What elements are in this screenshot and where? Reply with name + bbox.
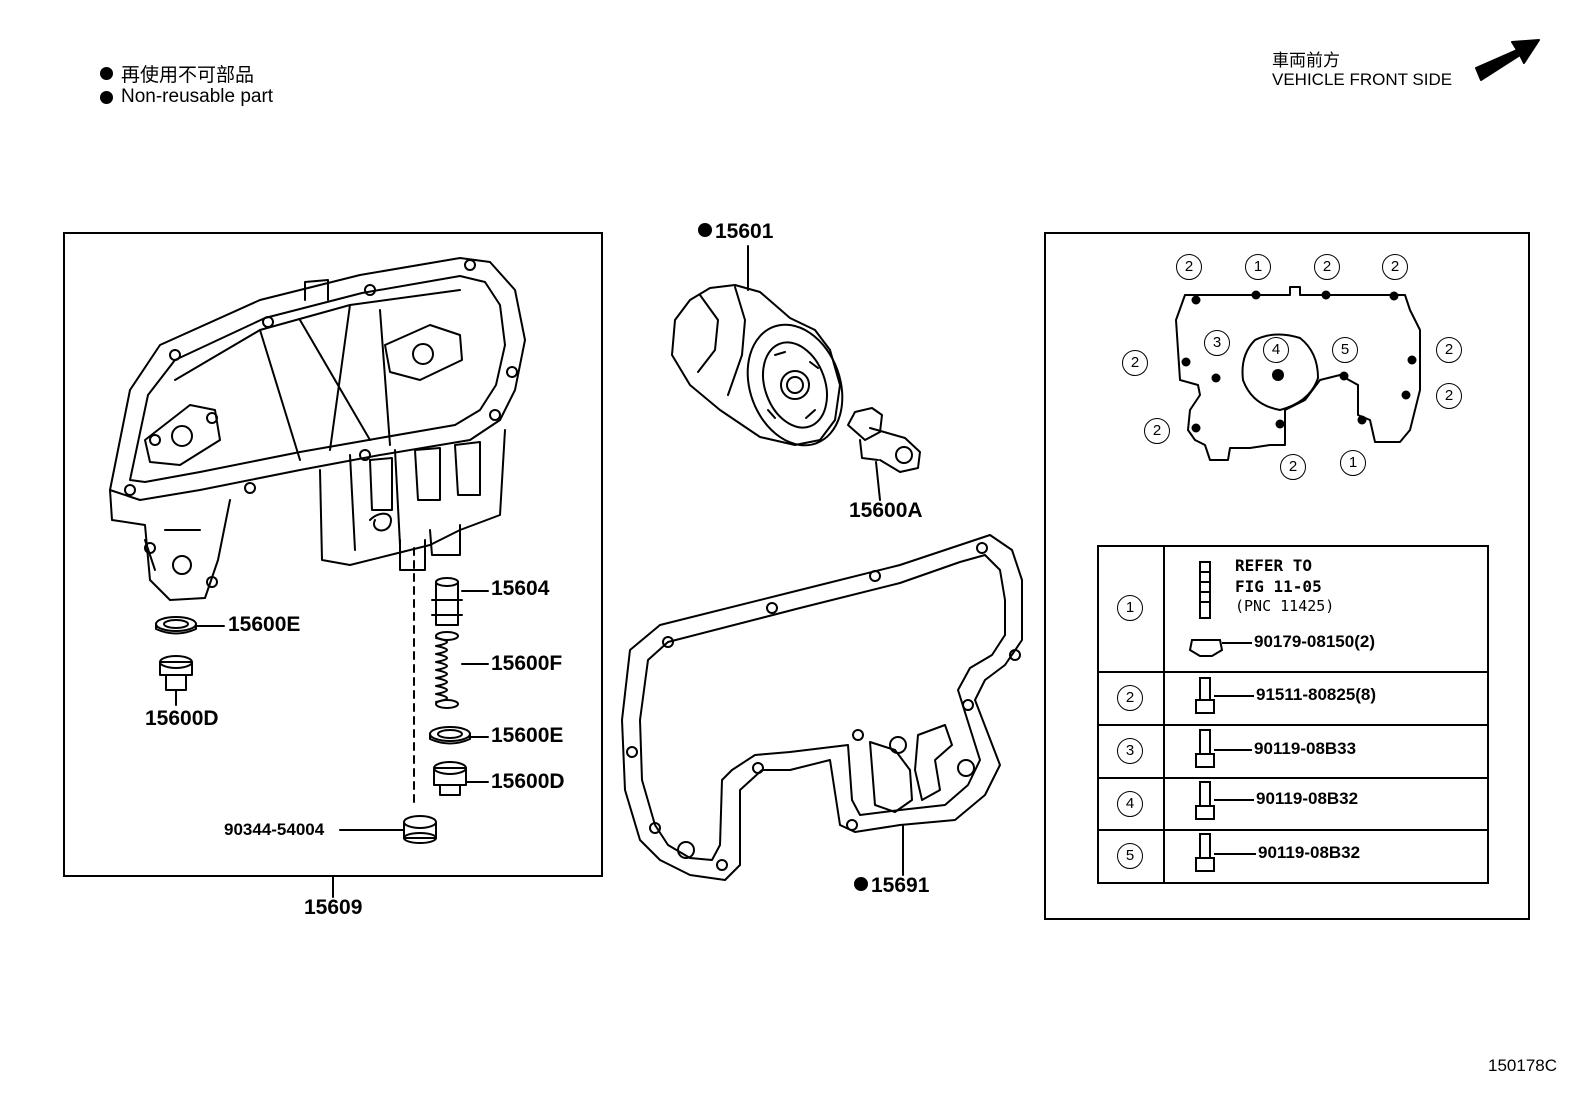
bolt-position-marker: 5: [1332, 337, 1358, 363]
bolt-position-marker: 2: [1436, 337, 1462, 363]
table-row: 4: [1097, 777, 1489, 831]
fastener-part-number[interactable]: 90119-08B32: [1256, 789, 1359, 808]
non-reusable-icon: [854, 877, 868, 892]
legend-non-reusable-jp: 再使用不可部品: [100, 60, 254, 87]
oil-filter-drawing: [671, 284, 844, 447]
row-part-cell: [1163, 545, 1489, 673]
table-row: 1: [1097, 545, 1489, 673]
gasket-drawing: [621, 534, 1023, 881]
row-index-marker: 5: [1117, 843, 1143, 869]
figure-code: 150178C: [1488, 1056, 1558, 1075]
row-index-marker: 1: [1117, 595, 1143, 621]
bolt-position-marker: 1: [1245, 254, 1271, 280]
row-index-marker: 3: [1117, 738, 1143, 764]
bolt-position-marker: 2: [1314, 254, 1340, 280]
bolt-position-marker: 2: [1436, 383, 1462, 409]
part-label-15600A[interactable]: 15600A: [849, 499, 923, 522]
bolt-position-marker: 2: [1382, 254, 1408, 280]
table-row: 5: [1097, 829, 1489, 884]
legend-text-en: Non-reusable part: [121, 86, 274, 107]
row-part-cell: [1163, 724, 1489, 779]
part-label-15600D-right[interactable]: 15600D: [491, 770, 565, 793]
row-index-marker: 4: [1117, 791, 1143, 817]
row-part-cell: [1163, 829, 1489, 884]
part-number-text: 15691: [871, 874, 930, 897]
fastener-part-number[interactable]: 91511-80825(8): [1256, 685, 1377, 704]
refer-pnc-text: (PNC 11425): [1235, 597, 1335, 615]
bolt-position-marker: 2: [1144, 418, 1170, 444]
fastener-part-number[interactable]: 90119-08B32: [1258, 843, 1361, 862]
bolt-dots: [1181, 290, 1417, 433]
legend-text-jp: 再使用不可部品: [121, 65, 255, 86]
part-label-15600D-left[interactable]: 15600D: [145, 707, 219, 730]
part-label-15691[interactable]: 15691: [854, 874, 929, 898]
bolt-position-marker: 1: [1340, 450, 1366, 476]
refer-fig-text[interactable]: FIG 11-05: [1235, 577, 1322, 596]
bolt-position-marker: 2: [1122, 350, 1148, 376]
row-part-cell: [1163, 777, 1489, 831]
refer-to-text: REFER TO: [1235, 556, 1313, 575]
part-label-15604[interactable]: 15604: [491, 577, 550, 600]
part-label-15600E-left[interactable]: 15600E: [228, 613, 301, 636]
bolt-position-marker: 3: [1204, 330, 1230, 356]
fastener-table: 1 2 3 4 5: [1097, 545, 1489, 884]
row-index-cell: 5: [1097, 829, 1165, 884]
fastener-part-number[interactable]: 90119-08B33: [1254, 739, 1357, 758]
row-index-cell: 3: [1097, 724, 1165, 779]
bolt-position-marker: 2: [1280, 454, 1306, 480]
bullet-icon: [100, 67, 113, 80]
front-arrow-icon: [1475, 39, 1540, 81]
spring-drawing: [435, 631, 459, 709]
bolt-location-plate-drawing: [1175, 286, 1421, 461]
row-part-cell: [1163, 671, 1489, 726]
legend-non-reusable-en: Non-reusable part: [100, 86, 273, 108]
part-label-90344-54004[interactable]: 90344-54004: [224, 820, 325, 839]
direction-label-en: VEHICLE FRONT SIDE: [1272, 70, 1453, 89]
fastener-part-number[interactable]: 90179-08150(2): [1254, 632, 1375, 651]
table-row: 2: [1097, 671, 1489, 726]
part-label-15600F[interactable]: 15600F: [491, 652, 563, 675]
part-number-text: 15601: [715, 220, 774, 243]
table-row: 3: [1097, 724, 1489, 779]
row-index-cell: 1: [1097, 545, 1165, 673]
bolt-position-marker: 4: [1263, 337, 1289, 363]
part-label-15600E-right[interactable]: 15600E: [491, 724, 564, 747]
part-label-15609[interactable]: 15609: [304, 896, 363, 919]
row-index-cell: 2: [1097, 671, 1165, 726]
part-label-15601[interactable]: 15601: [698, 220, 773, 244]
non-reusable-icon: [698, 223, 712, 238]
bullet-icon: [100, 90, 113, 104]
row-index-marker: 2: [1117, 685, 1143, 711]
oil-pump-body-drawing: [109, 257, 526, 601]
union-bolt-drawing: [847, 407, 921, 473]
bolt-position-marker: 2: [1176, 254, 1202, 280]
direction-label-jp: 車両前方: [1272, 51, 1340, 70]
row-index-cell: 4: [1097, 777, 1165, 831]
bolt-location-frame: [1044, 232, 1530, 920]
